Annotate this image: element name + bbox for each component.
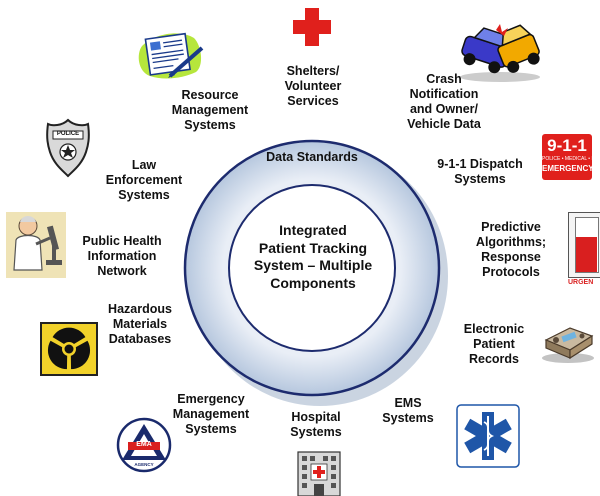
ema-agency-text: AGENCY [134,462,154,467]
electronic-records-device-icon [542,327,594,363]
law-enforcement-label: Law Enforcement Systems [105,158,183,202]
document-pen-icon [138,32,204,79]
data-standards-label: Data Standards [266,150,358,164]
red-cross-icon [293,8,331,46]
radiation-hazard-icon [40,322,98,376]
crash-notification-label: Crash Notification and Owner/ Vehicle Da… [407,72,481,131]
predictive-label: Predictive Algorithms; Response Protocol… [475,220,547,279]
hospital-label: Hospital Systems [290,410,342,439]
shelters-label: Shelters/ Volunteer Services [284,64,342,108]
police-badge-icon [46,118,90,178]
ems-label: EMS Systems [382,396,434,425]
nine-one-one-subtext: POLICE • MEDICAL • FIRE [542,156,592,162]
hospital-building-icon [297,451,341,496]
scientist-microscope-icon [6,212,66,278]
ema-label: Emergency Management Systems [172,392,250,436]
ring-inner [228,184,396,352]
urgency-gauge-icon [568,212,600,278]
center-title: Integrated Patient Tracking System – Mul… [253,222,373,291]
ema-shield-icon [116,417,172,473]
resource-management-label: Resource Management Systems [171,88,249,132]
hazmat-label: Hazardous Materials Databases [108,302,172,346]
dispatch-label: 9-1-1 Dispatch Systems [437,157,523,186]
ema-text: EMA [136,441,152,448]
car-crash-icon [460,24,540,82]
nine-one-one-text: 9-1-1 [547,136,587,155]
nine-one-one-icon: 9-1-1 POLICE • MEDICAL • FIRE EMERGENCY [542,134,592,180]
ehr-label: Electronic Patient Records [463,322,525,366]
star-of-life-icon [456,404,520,468]
emergency-text: EMERGENCY [542,164,592,173]
public-health-label: Public Health Information Network [82,234,162,278]
police-badge-text: POLICE [56,131,80,137]
urgent-text: URGEN [568,279,594,286]
